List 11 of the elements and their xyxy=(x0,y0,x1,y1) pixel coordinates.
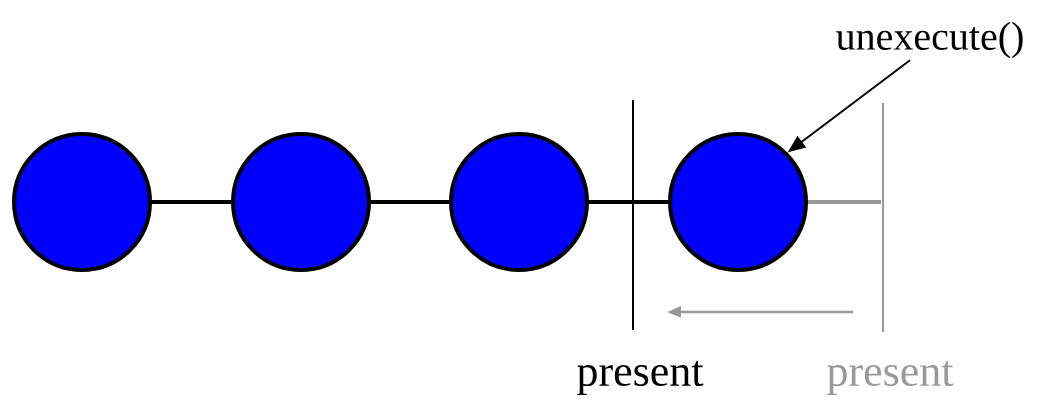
node-circle xyxy=(12,132,152,272)
connector-line xyxy=(371,200,449,204)
time-label: present xyxy=(577,360,704,396)
connector-line xyxy=(152,200,231,204)
connector-line xyxy=(808,200,881,204)
node-circle xyxy=(449,132,589,272)
connector-line xyxy=(589,200,668,204)
time-label: present xyxy=(827,360,954,396)
node-circle xyxy=(231,132,371,272)
node-circle xyxy=(668,132,808,272)
method-label: unexecute() xyxy=(836,21,1023,59)
